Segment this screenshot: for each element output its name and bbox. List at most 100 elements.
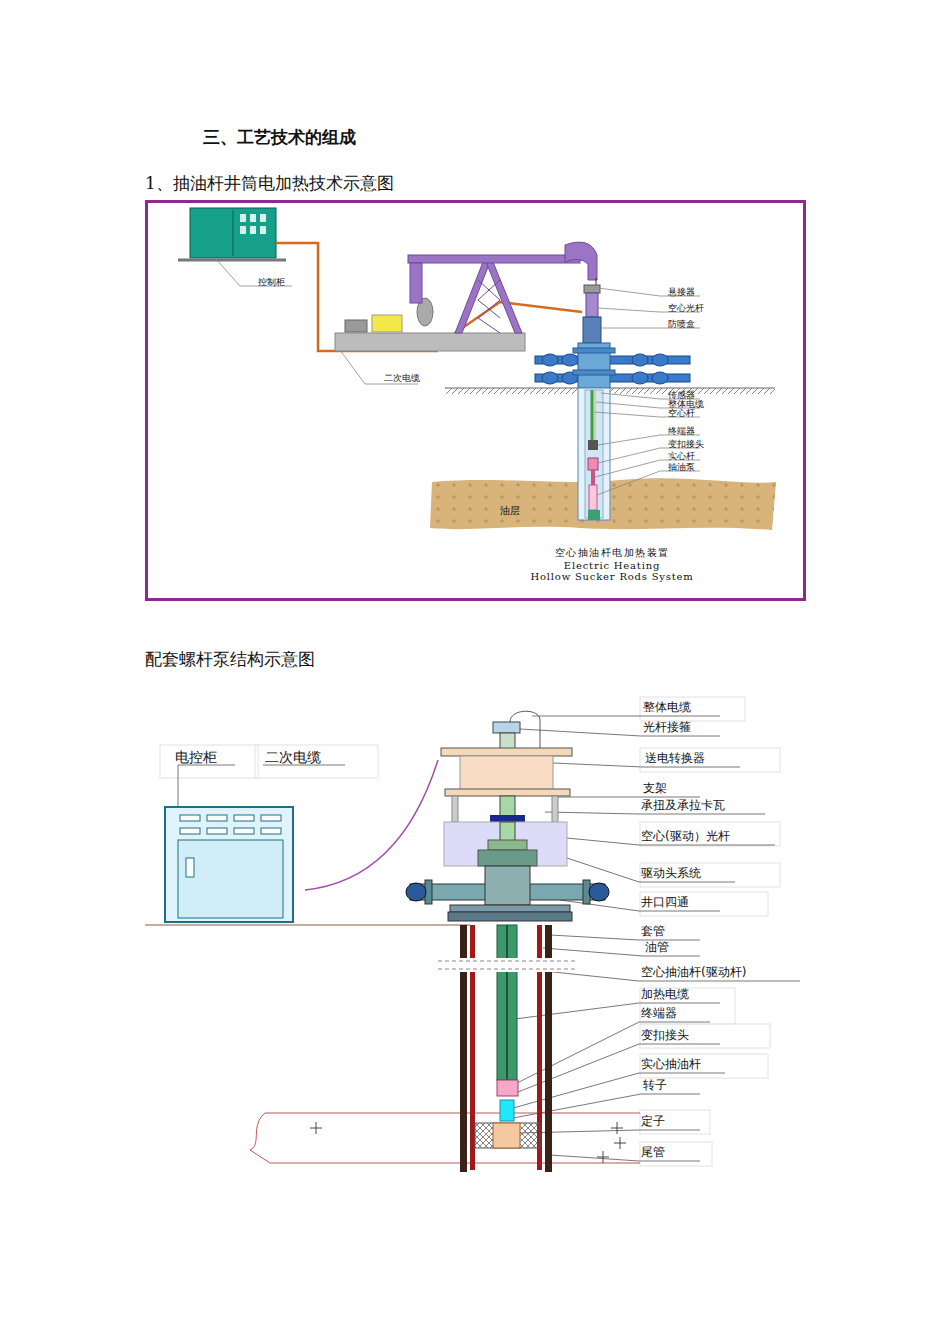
- figure-heading: 配套螺杆泵结构示意图: [145, 650, 315, 670]
- part-label: 终端器: [668, 426, 695, 436]
- cable: [305, 760, 438, 890]
- drive-head: [445, 789, 570, 796]
- label-box: [640, 822, 780, 846]
- wellhead: [573, 370, 615, 375]
- well-bore: [475, 1123, 540, 1148]
- figure-frame: 1、抽油杆井筒电加热技术示意图空心抽油杆电加热装置Electric Heatin…: [145, 200, 806, 601]
- electric-cabinet: [165, 807, 293, 922]
- ground-line: [145, 925, 470, 926]
- wellhead: [632, 354, 648, 366]
- part-label: 整体电缆: [643, 701, 691, 715]
- part-label: 加热电缆: [641, 988, 689, 1002]
- layer-label: 油层: [500, 505, 520, 517]
- label-box: [255, 745, 378, 778]
- electric-cabinet: [186, 858, 194, 877]
- wellhead: [542, 372, 558, 384]
- figure-caption: Hollow Sucker Rods System: [512, 571, 712, 582]
- cable: [276, 243, 582, 351]
- wellhead-cross: [406, 883, 426, 901]
- pump-jack: [408, 255, 580, 263]
- well-bore: [585, 390, 603, 518]
- part-label: 终端器: [641, 1007, 677, 1021]
- wellhead-cross: [485, 866, 530, 905]
- drive-head: [441, 711, 572, 866]
- electric-cabinet: [234, 815, 254, 821]
- figure-caption: 空心抽油杆电加热装置: [512, 547, 712, 558]
- wellhead: [584, 285, 600, 293]
- electric-cabinet: [180, 815, 200, 821]
- drive-head: [452, 796, 458, 822]
- leader-line: [553, 797, 700, 798]
- electric-cabinet: [261, 828, 281, 834]
- well-bore: [497, 1080, 518, 1096]
- well-bore: [588, 440, 598, 450]
- pump-jack: [565, 242, 597, 280]
- part-label: 变扣接头: [668, 439, 704, 449]
- part-label: 井口四通: [641, 896, 689, 910]
- leader-line: [594, 288, 700, 495]
- leader-line: [215, 258, 418, 384]
- pump-jack: [410, 263, 422, 303]
- well-bore: [506, 925, 508, 1080]
- leader-line: [532, 716, 720, 717]
- pump-jack: [335, 242, 597, 351]
- figure-heading: 1、抽油杆井筒电加热技术示意图: [145, 174, 394, 193]
- leader-line: [595, 460, 700, 477]
- part-label: 悬接器: [668, 287, 695, 297]
- electric-cabinet: [178, 840, 283, 918]
- wellhead: [535, 278, 690, 388]
- pump-jack: [372, 315, 402, 332]
- well-bore: [500, 1100, 514, 1121]
- leader-line: [178, 716, 800, 1161]
- label-box: [640, 1142, 712, 1166]
- wellhead: [586, 293, 598, 317]
- wellhead-cross: [450, 905, 570, 912]
- control-cabinet: [240, 214, 246, 222]
- part-label: 承扭及承拉卡瓦: [641, 799, 725, 813]
- oil-layer: [250, 1113, 640, 1163]
- well-bore: [438, 958, 576, 972]
- electric-cabinet: [207, 828, 227, 834]
- drive-head: [500, 733, 515, 750]
- drive-head: [488, 840, 527, 850]
- well-bore: [438, 961, 576, 962]
- label-box: [640, 988, 735, 1024]
- control-cabinet: [260, 214, 266, 222]
- control-cabinet: [233, 210, 234, 256]
- page-heading: 三、工艺技术的组成: [203, 126, 356, 149]
- wellhead: [573, 348, 615, 353]
- label-box: [640, 697, 745, 721]
- part-label: 转子: [643, 1079, 667, 1093]
- label-box: [640, 863, 780, 887]
- wellhead-cross: [406, 866, 609, 921]
- control-cabinet: [260, 226, 266, 234]
- electric-cabinet: [207, 815, 227, 821]
- part-label: 尾管: [641, 1146, 665, 1160]
- well-bore: [578, 388, 610, 520]
- leader-line: [550, 1155, 700, 1161]
- wellhead: [652, 372, 668, 384]
- part-label: 空心(驱动）光杆: [641, 830, 730, 844]
- drive-head: [490, 815, 525, 822]
- pump-jack: [486, 262, 522, 333]
- part-label: 防喷盒: [668, 319, 695, 329]
- well-bore: [438, 925, 576, 1172]
- drive-head: [460, 756, 553, 790]
- well-bore: [588, 458, 598, 470]
- drive-head: [478, 850, 537, 866]
- drive-head: [500, 822, 515, 842]
- oil-layer: [310, 1122, 626, 1163]
- part-label: 套管: [641, 925, 665, 939]
- control-cabinet: [178, 208, 286, 260]
- well-bore: [589, 485, 597, 510]
- part-label: 传感器: [668, 390, 695, 400]
- wellhead: [583, 317, 601, 343]
- label-box: [160, 745, 258, 778]
- control-cabinet: [240, 226, 246, 234]
- control-cabinet: [178, 259, 286, 262]
- well-bore: [591, 390, 594, 440]
- part-label: 空心抽油杆(驱动杆): [641, 966, 746, 980]
- part-label: 控制柜: [258, 277, 285, 287]
